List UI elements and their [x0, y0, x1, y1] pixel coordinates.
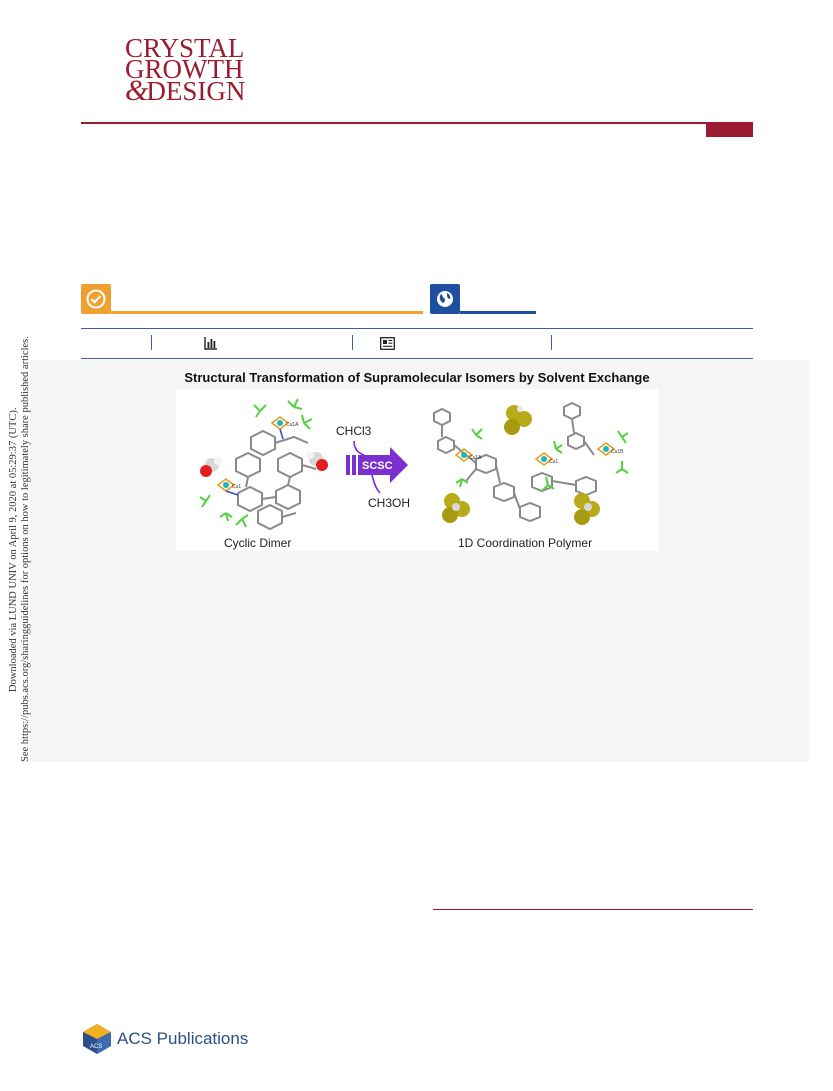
caption-coordination-polymer: 1D Coordination Polymer — [458, 536, 592, 550]
journal-logo: CRYSTAL GROWTH &DESIGN — [125, 33, 260, 106]
open-access-badge[interactable] — [81, 284, 423, 314]
download-notice: Downloaded via LUND UNIV on April 9, 202… — [2, 330, 31, 762]
journal-name-amp: & — [125, 74, 149, 107]
journal-name-line2: GROWTH — [125, 54, 244, 84]
chloroform-molecule — [442, 493, 470, 523]
download-notice-line1: Downloaded via LUND UNIV on April 9, 202… — [8, 407, 19, 692]
methanol-molecule — [200, 457, 222, 477]
atom-label: Cu1 — [232, 484, 241, 490]
reagent-chcl3: CHCl3 — [336, 424, 372, 438]
metrics-bar-top-rule — [81, 328, 753, 329]
footnote-rule — [433, 909, 753, 910]
coordination-polymer-bonds — [454, 442, 616, 466]
atom-label: Cu1A — [469, 455, 482, 461]
publisher-name[interactable]: ACS Publications — [117, 1029, 249, 1048]
header-rule — [81, 122, 753, 124]
globe-icon — [430, 284, 460, 314]
journal-name-line3: &DESIGN — [125, 76, 260, 106]
article-type-tab — [706, 123, 753, 137]
download-notice-line2: See https://pubs.acs.org/sharingguidelin… — [20, 336, 31, 762]
atom-label: Cu1B — [611, 449, 624, 455]
open-access-rule — [111, 311, 423, 314]
copper-atom — [603, 446, 609, 452]
ch3oh-out-arrow — [371, 474, 381, 494]
scsc-arrow: SCSC — [346, 447, 408, 483]
metrics-separator — [551, 335, 552, 350]
toc-graphic-title: Structural Transformation of Supramolecu… — [184, 370, 650, 385]
bar-chart-icon[interactable] — [204, 337, 218, 355]
caption-cyclic-dimer: Cyclic Dimer — [224, 536, 291, 550]
cyclic-dimer-bonds — [216, 416, 290, 496]
copper-atom — [461, 452, 467, 458]
chcl3-in-arrow — [353, 440, 365, 456]
article-icon[interactable] — [380, 337, 395, 355]
chloroform-molecule — [504, 405, 532, 435]
global-access-rule — [460, 311, 536, 314]
journal-name-design: DESIGN — [146, 76, 246, 106]
toc-graphic: Cu1A Cu1 CHCl3 SCSC CH3OH — [176, 389, 658, 551]
metrics-bar-bottom-rule — [81, 358, 753, 359]
metrics-separator — [352, 335, 353, 350]
chloroform-molecule — [574, 493, 600, 525]
reagent-ch3oh: CH3OH — [368, 496, 410, 510]
copper-atom — [223, 482, 229, 488]
check-icon — [81, 284, 111, 314]
journal-name-line1: CRYSTAL — [125, 33, 245, 63]
copper-atom — [277, 420, 283, 426]
cyclic-dimer-cf3-groups — [199, 398, 313, 528]
coordination-polymer-cf3-groups — [455, 428, 629, 492]
global-access-badge[interactable] — [430, 284, 536, 314]
scsc-label: SCSC — [362, 460, 393, 472]
metrics-separator — [151, 335, 152, 350]
atom-label: Cu1A — [286, 422, 299, 428]
acs-hexagon-logo: ACS — [83, 1024, 111, 1054]
atom-label: Cu1 — [549, 459, 558, 465]
svg-text:ACS: ACS — [90, 1044, 102, 1050]
cyclic-dimer-structure — [235, 429, 317, 531]
methanol-molecule — [306, 451, 328, 471]
copper-atom — [541, 456, 547, 462]
